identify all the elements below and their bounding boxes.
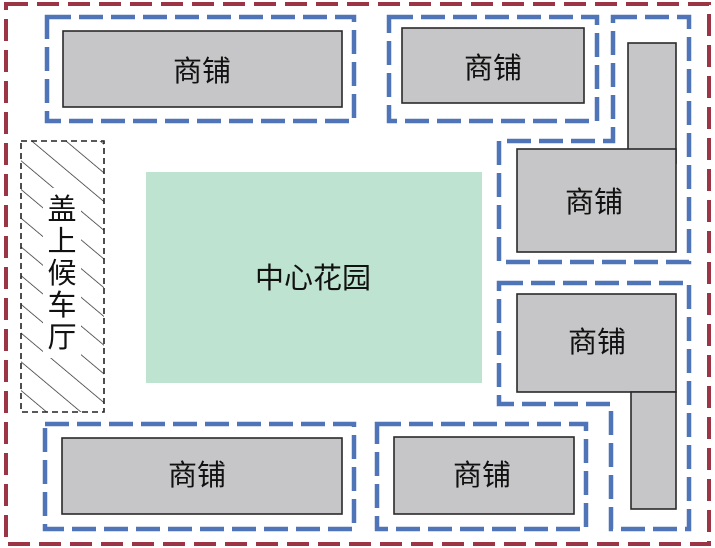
shop-label-top-left: 商铺 bbox=[173, 54, 231, 88]
shop-strip-right-top bbox=[627, 42, 677, 164]
shop-label-top-middle: 商铺 bbox=[464, 51, 522, 85]
waiting-hall-char-2: 上 bbox=[47, 224, 76, 258]
shop-strip-right-bottom bbox=[630, 391, 677, 510]
shop-block-right-upper bbox=[516, 148, 677, 253]
waiting-hall-char-5: 厅 bbox=[47, 320, 76, 354]
shop-block-bottom-middle bbox=[393, 436, 575, 515]
waiting-hall-char-3: 候 bbox=[47, 256, 76, 290]
zone-boundary-right-l-shape-bottom bbox=[496, 280, 692, 532]
zone-boundary-top-middle bbox=[386, 14, 600, 124]
shop-block-bottom-left bbox=[61, 437, 343, 515]
shop-label-bottom-middle: 商铺 bbox=[453, 458, 511, 492]
shop-block-right-lower bbox=[516, 293, 677, 393]
zone-boundary-right-l-shape-top bbox=[496, 14, 692, 265]
shop-block-top-left bbox=[62, 30, 343, 108]
zone-boundary-bottom-middle bbox=[374, 421, 589, 532]
central-garden bbox=[146, 172, 482, 383]
waiting-hall-char-4: 车 bbox=[47, 288, 76, 322]
shop-label-right-upper: 商铺 bbox=[565, 185, 623, 219]
zone-boundary-top-left bbox=[44, 14, 357, 124]
site-boundary bbox=[4, 2, 711, 546]
shop-label-bottom-left: 商铺 bbox=[168, 458, 226, 492]
zone-boundary-bottom-left bbox=[42, 421, 357, 532]
waiting-hall-label-bg bbox=[43, 188, 81, 358]
waiting-hall-char-1: 盖 bbox=[47, 192, 76, 226]
shop-label-right-lower: 商铺 bbox=[568, 325, 626, 359]
waiting-hall-outline bbox=[20, 140, 105, 413]
shop-block-top-middle bbox=[401, 27, 585, 104]
garden-label: 中心花园 bbox=[255, 261, 371, 295]
